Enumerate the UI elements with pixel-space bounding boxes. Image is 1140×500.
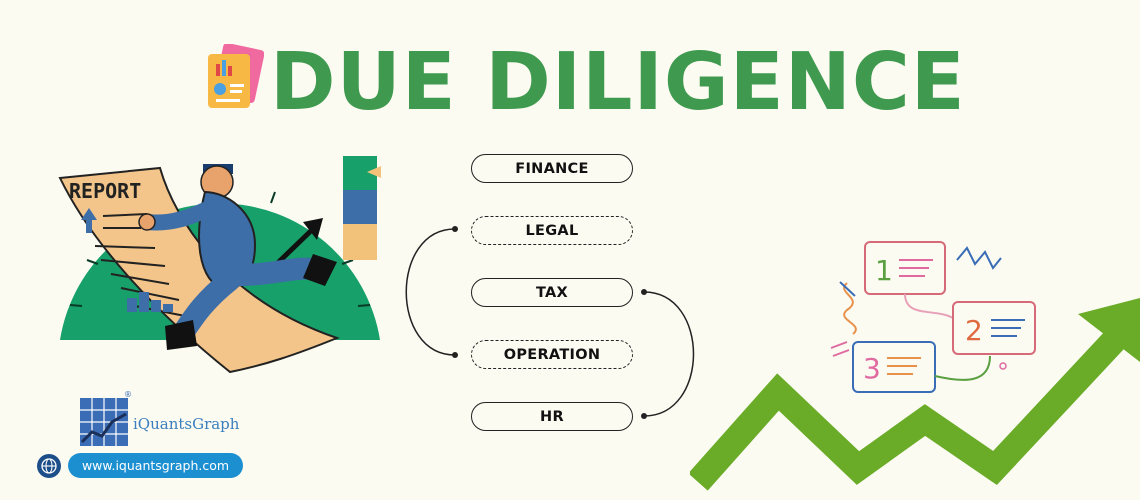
flow-connectors [405, 226, 695, 419]
website-link[interactable]: www.iquantsgraph.com [68, 453, 243, 478]
brand-name: iQuantsGraph [133, 415, 240, 433]
running-man-report-icon: REPORT [58, 156, 381, 374]
diligence-flow: FINANCE LEGAL TAX OPERATION HR [400, 148, 710, 438]
brand-logo: ® iQuantsGraph [78, 390, 243, 454]
report-document-icon [208, 44, 264, 108]
legal-pill: LEGAL [471, 216, 633, 245]
step-2-number: 2 [965, 314, 983, 347]
globe-icon [37, 454, 61, 478]
registered-mark-icon: ® [124, 390, 132, 399]
page-title: DUE DILIGENCE [270, 36, 966, 128]
operation-pill: OPERATION [471, 340, 633, 369]
finance-pill: FINANCE [471, 154, 633, 183]
numbered-steps-icon: 1 2 3 [830, 241, 1036, 393]
header: DUE DILIGENCE [200, 38, 965, 128]
tax-pill: TAX [471, 278, 633, 307]
growth-arrow-icon [690, 298, 1140, 491]
report-label: REPORT [69, 179, 141, 203]
brand-graph-icon [80, 398, 128, 446]
hr-pill: HR [471, 402, 633, 431]
step-3-number: 3 [863, 352, 881, 385]
step-1-number: 1 [875, 254, 893, 287]
